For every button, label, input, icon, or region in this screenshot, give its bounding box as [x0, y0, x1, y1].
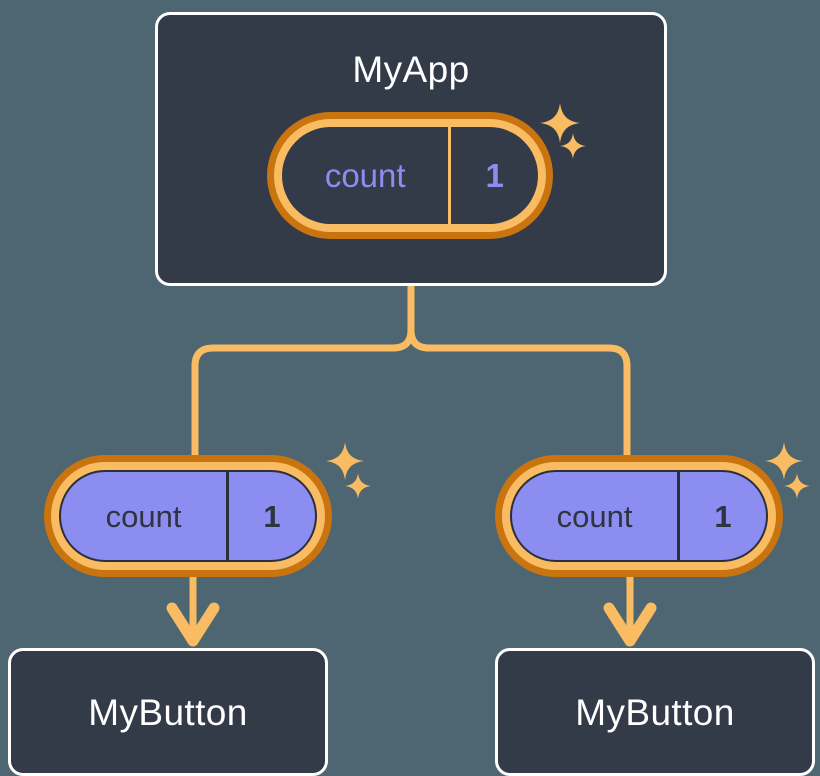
- pill-face: count 1: [59, 470, 317, 562]
- component-title-mybutton-right: MyButton: [575, 691, 735, 733]
- signal-pill-myapp[interactable]: count 1: [267, 112, 553, 239]
- sparkle-icon: [345, 473, 371, 499]
- signal-value: 1: [226, 472, 315, 560]
- signal-pill-left[interactable]: count 1: [44, 455, 332, 577]
- signal-name: count: [556, 498, 633, 534]
- sparkle-icon: [326, 442, 364, 480]
- component-title-myapp: MyApp: [352, 49, 470, 90]
- signal-value: 1: [448, 127, 538, 224]
- signal-name: count: [105, 498, 182, 534]
- pill-inner-ring: count 1: [274, 119, 546, 232]
- component-title-mybutton-left: MyButton: [88, 691, 248, 733]
- component-box-mybutton-left: MyButton: [8, 648, 328, 776]
- signal-value: 1: [677, 472, 766, 560]
- pill-inner-ring: count 1: [51, 462, 325, 570]
- component-box-mybutton-right: MyButton: [495, 648, 815, 776]
- pill-face: count 1: [510, 470, 768, 562]
- sparkle-icon: [765, 442, 803, 480]
- signal-pill-right[interactable]: count 1: [495, 455, 783, 577]
- signal-name: count: [324, 157, 406, 194]
- sparkle-icon: [784, 473, 810, 499]
- pill-inner-ring: count 1: [502, 462, 776, 570]
- pill-face: count 1: [282, 127, 538, 224]
